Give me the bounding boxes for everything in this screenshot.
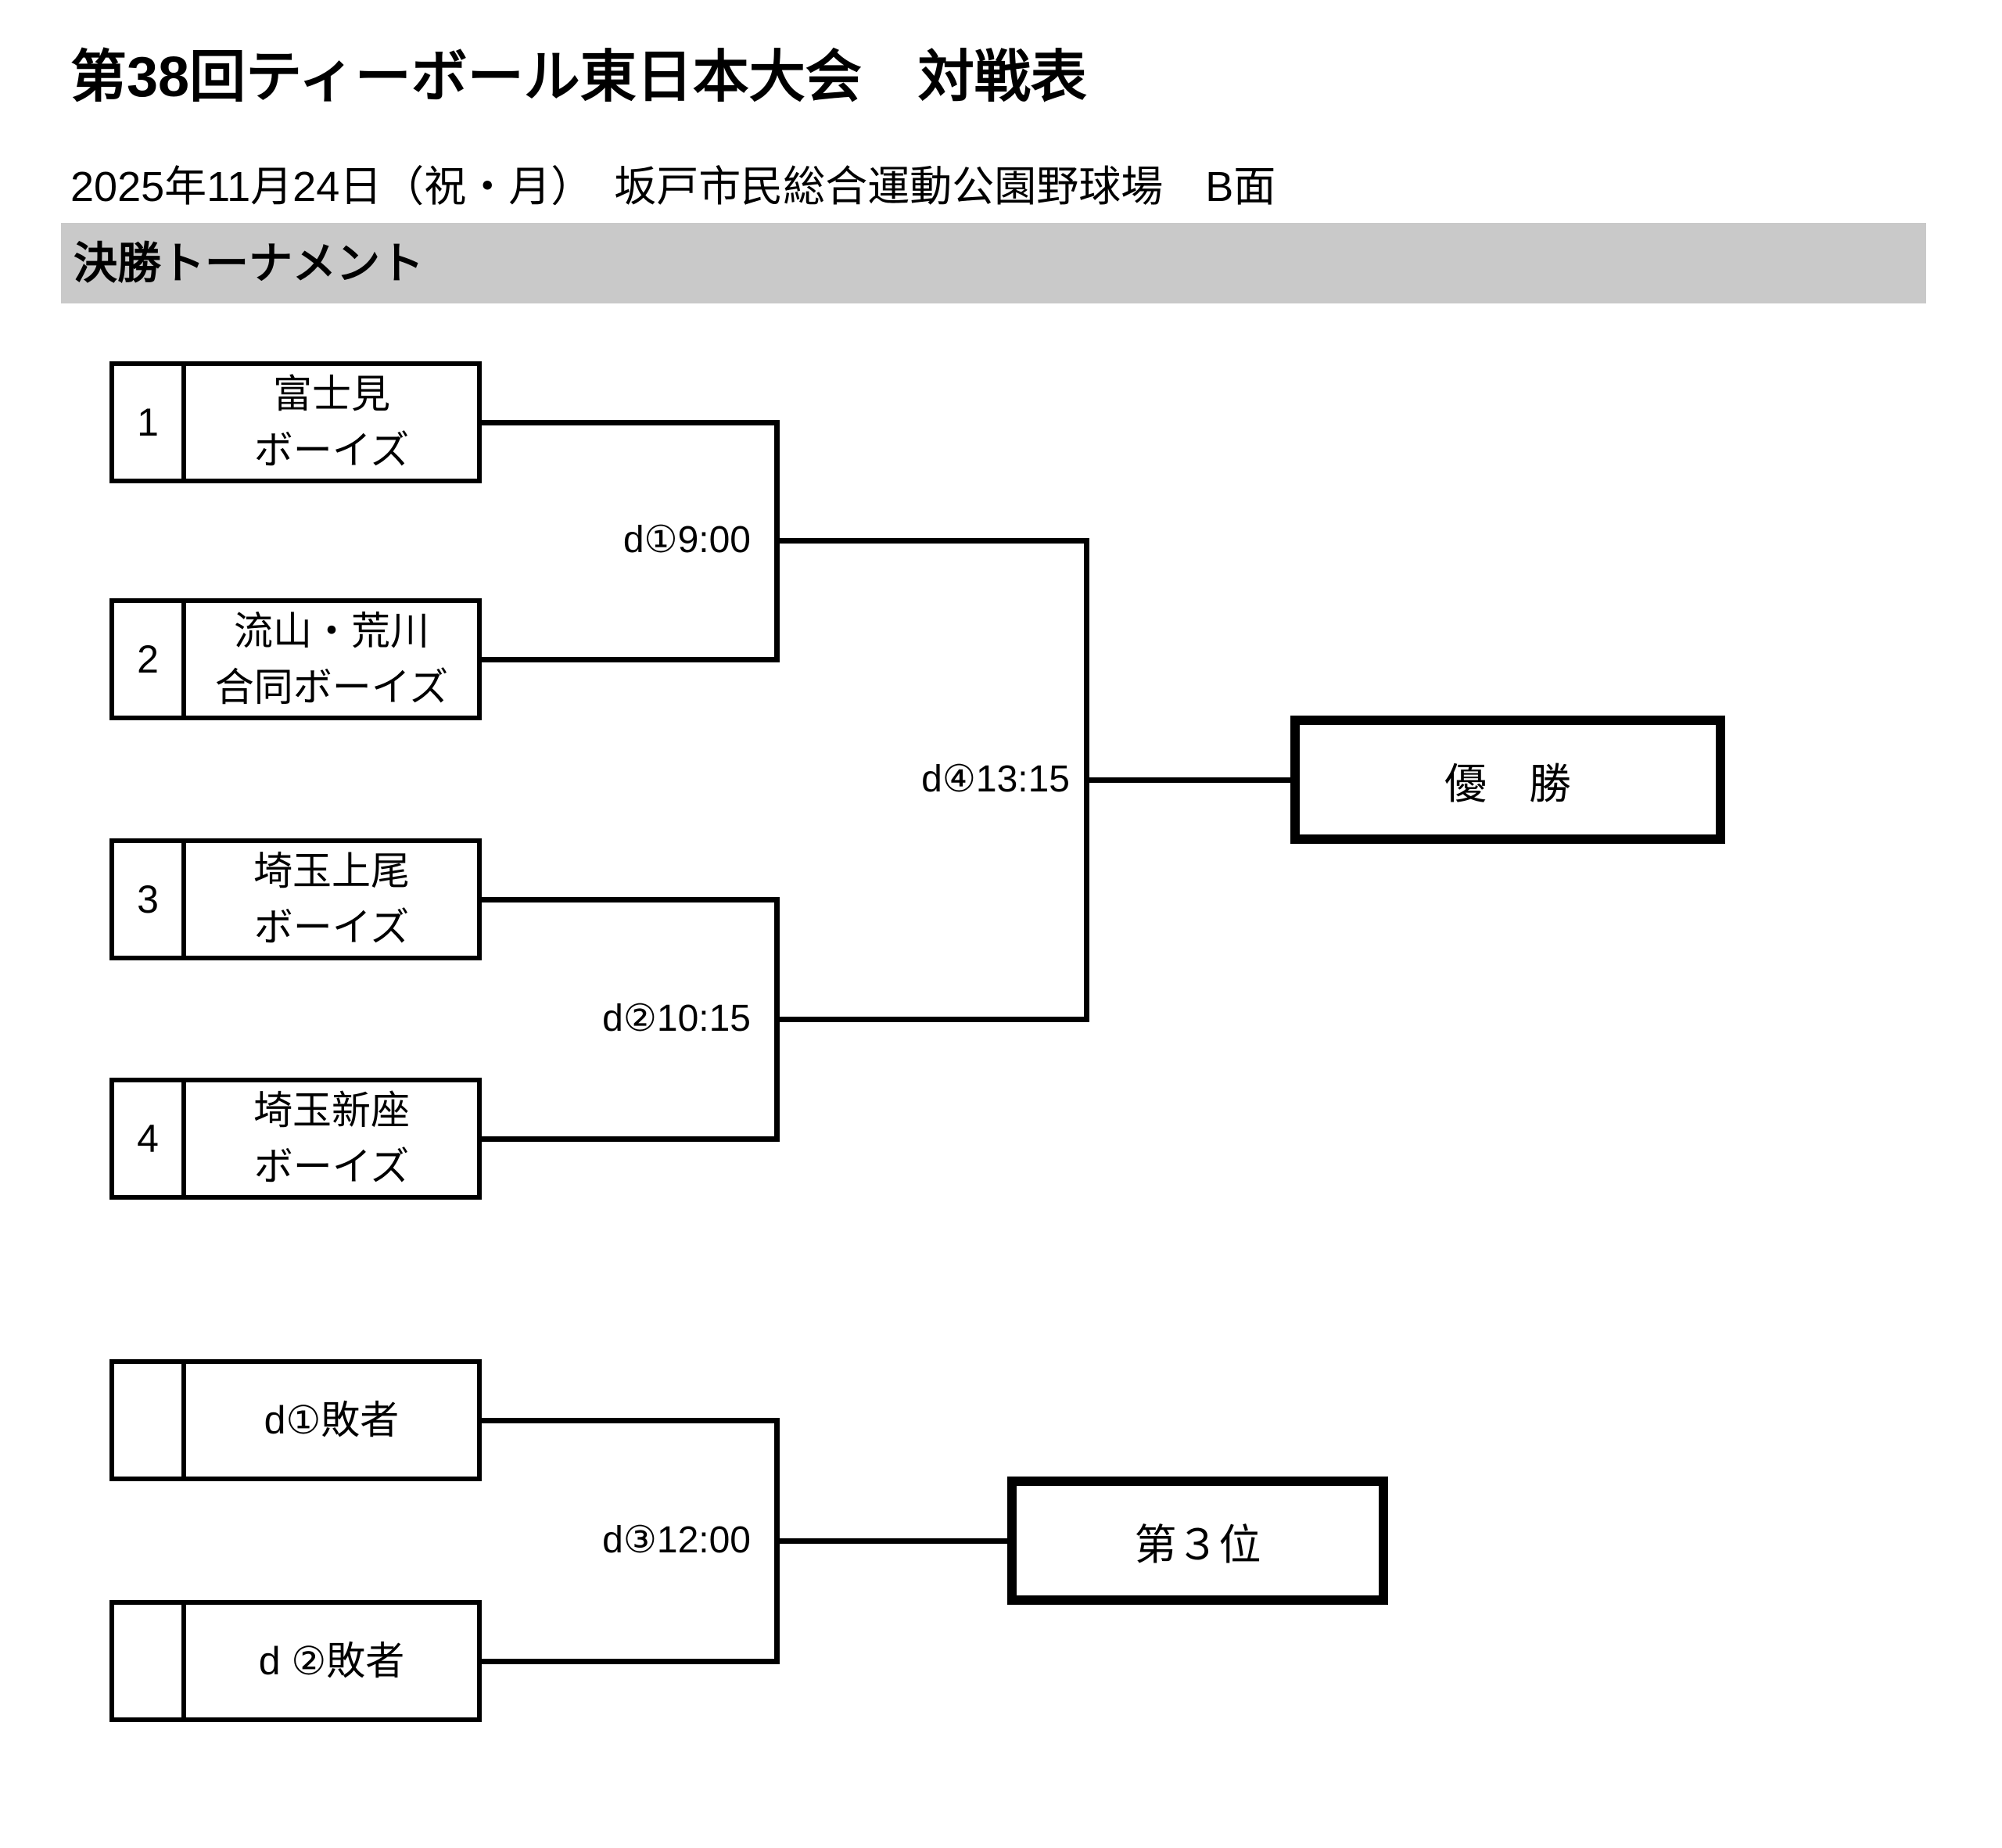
- connector-line: [774, 1017, 1087, 1022]
- seed-number: 2: [114, 603, 186, 716]
- loser-name-line: d①敗者: [264, 1398, 400, 1442]
- team-name-line2: ボーイズ: [253, 1145, 410, 1189]
- connector-line: [482, 420, 779, 425]
- connector-line: [774, 1538, 1007, 1544]
- third-place-box: 第３位: [1007, 1477, 1388, 1605]
- connector-line: [774, 538, 1087, 544]
- team-name-line2: ボーイズ: [253, 906, 410, 949]
- team-name: 流山・荒川 合同ボーイズ: [186, 603, 477, 716]
- loser-box-1: d①敗者: [109, 1359, 482, 1481]
- team-name-line1: 流山・荒川: [234, 609, 429, 653]
- team-box-1: 1 富士見 ボーイズ: [109, 361, 482, 483]
- seed-number: 3: [114, 843, 186, 956]
- seed-number: 4: [114, 1082, 186, 1195]
- champion-box: 優 勝: [1290, 716, 1725, 844]
- match-label-d2: d②10:15: [602, 998, 751, 1039]
- third-place-label: 第３位: [1134, 1521, 1261, 1569]
- match-label-d1: d①9:00: [622, 519, 751, 561]
- section-banner: 決勝トーナメント: [61, 223, 1926, 303]
- team-name-line1: 埼玉上尾: [253, 849, 410, 893]
- connector-line: [482, 657, 779, 662]
- team-name-line2: ボーイズ: [253, 429, 410, 472]
- seed-number: [114, 1364, 186, 1477]
- page-title: 第38回ティーボール東日本大会 対戦表: [70, 46, 1087, 109]
- team-name-line1: 埼玉新座: [253, 1089, 410, 1132]
- connector-line: [482, 1136, 779, 1142]
- champion-label: 優 勝: [1444, 760, 1571, 808]
- connector-line: [1084, 777, 1290, 783]
- match-label-d3: d③12:00: [602, 1520, 751, 1561]
- seed-number: [114, 1605, 186, 1717]
- team-name: 埼玉上尾 ボーイズ: [186, 843, 477, 956]
- team-name-line2: 合同ボーイズ: [214, 666, 449, 709]
- loser-name-line: d ②敗者: [258, 1639, 405, 1683]
- event-date-venue: 2025年11月24日（祝・月） 坂戸市民総合運動公園野球場 B面: [70, 163, 1276, 210]
- seed-number: 1: [114, 366, 186, 479]
- section-header: 決勝トーナメント: [74, 239, 424, 288]
- loser-name: d ②敗者: [186, 1605, 477, 1717]
- team-box-2: 2 流山・荒川 合同ボーイズ: [109, 598, 482, 720]
- connector-line: [482, 897, 779, 902]
- team-name: 富士見 ボーイズ: [186, 366, 477, 479]
- team-box-3: 3 埼玉上尾 ボーイズ: [109, 838, 482, 960]
- team-box-4: 4 埼玉新座 ボーイズ: [109, 1078, 482, 1200]
- loser-box-2: d ②敗者: [109, 1600, 482, 1722]
- connector-line: [482, 1659, 779, 1664]
- match-label-d4: d④13:15: [921, 759, 1070, 800]
- loser-name: d①敗者: [186, 1364, 477, 1477]
- team-name-line1: 富士見: [273, 372, 390, 416]
- team-name: 埼玉新座 ボーイズ: [186, 1082, 477, 1195]
- connector-line: [482, 1418, 779, 1423]
